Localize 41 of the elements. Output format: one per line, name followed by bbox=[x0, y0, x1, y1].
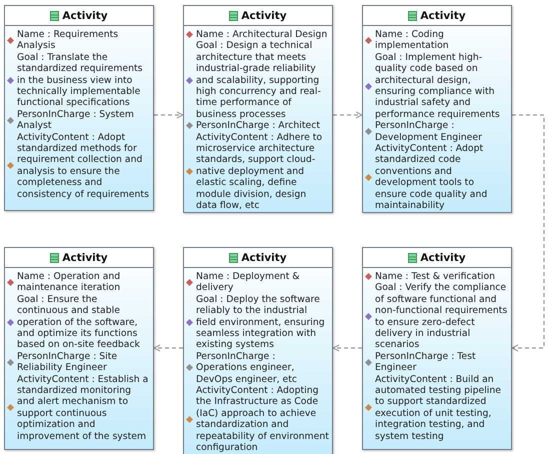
attribute-text: Name : Requirements Analysis bbox=[17, 29, 120, 52]
attribute-text: PersonInCharge : Test Engineer bbox=[375, 350, 477, 374]
dashed-arrow bbox=[154, 344, 183, 352]
attribute-text: ActivityContent : Adopting the Infrastructure as Code (IaC) approach to achieve standardization and repeatability of environment configuration bbox=[196, 385, 329, 454]
attribute-text: Name : Deployment & delivery bbox=[196, 271, 301, 294]
attribute-text: PersonInCharge : Site Reliability Engineer bbox=[17, 350, 118, 374]
dashed-arrow bbox=[154, 112, 184, 118]
class-title: Activity bbox=[62, 10, 108, 22]
class-box bbox=[4, 247, 154, 450]
attribute-text: Goal : Translate the standardized requirements in the business view into technically implementable functional specifications bbox=[17, 52, 144, 109]
attribute-text: Name : Coding implementation bbox=[375, 29, 450, 52]
attribute-text: Name : Architectural Design bbox=[196, 29, 328, 40]
class-title: Activity bbox=[241, 252, 287, 264]
class-title: Activity bbox=[420, 10, 466, 22]
dashed-arrow bbox=[332, 344, 362, 352]
attribute-text: ActivityContent : Adopt standardized methods for requirement collection and analysis to ensure the completeness and consistency of requirements bbox=[17, 132, 150, 200]
attribute-text: Goal : Implement high-quality code based on architectural design, ensuring compliance with industrial safety and performance requirements bbox=[375, 52, 501, 120]
attribute-text: PersonInCharge : Operations engineer, DevOps engineer, etc bbox=[196, 350, 298, 386]
attribute-text: ActivityContent : Adhere to microservice architecture standards, support cloud-native deployment and elastic scaling, define module division, design data flow, etc bbox=[196, 132, 324, 212]
class-box bbox=[183, 247, 333, 454]
attribute-text: Goal : Verify the compliance of software functional and non-functional requirements to ensure zero-defect delivery in industrial scenarios bbox=[375, 282, 508, 351]
dashed-arrow bbox=[333, 112, 362, 118]
class-title: Activity bbox=[420, 252, 466, 264]
attribute-text: Name : Test & verification bbox=[375, 271, 496, 282]
class-box bbox=[362, 5, 512, 212]
class-box bbox=[4, 5, 154, 211]
class-box bbox=[183, 5, 333, 212]
attribute-text: Goal : Design a technical architecture that meets industrial-grade reliability and scalability, supporting high concurrency and real-time performance of business processes bbox=[196, 40, 322, 120]
attribute-text: ActivityContent : Build an automated testing pipeline to support standardized execution of unit testing, integration testing, and system testing bbox=[375, 374, 502, 442]
attribute-text: ActivityContent : Establish a standardized monitoring and alert mechanism to support continuous optimization and improvement of the system bbox=[17, 374, 150, 442]
class-box bbox=[362, 247, 512, 450]
attribute-text: Name : Operation and maintenance iteration bbox=[17, 271, 122, 294]
attribute-text: Goal : Ensure the continuous and stable operation of the software, and optimize its functions based on on-site feedback bbox=[17, 294, 141, 351]
attribute-text: ActivityContent : Adopt standardized code conventions and development tools to ensure code quality and maintainability bbox=[375, 143, 488, 212]
attribute-text: PersonInCharge : System Analyst bbox=[17, 108, 135, 132]
dashed-arrow bbox=[512, 114, 545, 352]
attribute-text: PersonInCharge : Architect bbox=[196, 120, 320, 132]
class-title: Activity bbox=[241, 10, 287, 22]
attribute-text: Goal : Deploy the software reliably to the industrial field environment, ensuring seamless integration with existing systems bbox=[196, 294, 326, 351]
class-title: Activity bbox=[62, 252, 108, 264]
attribute-text: PersonInCharge : Development Engineer bbox=[375, 120, 483, 144]
